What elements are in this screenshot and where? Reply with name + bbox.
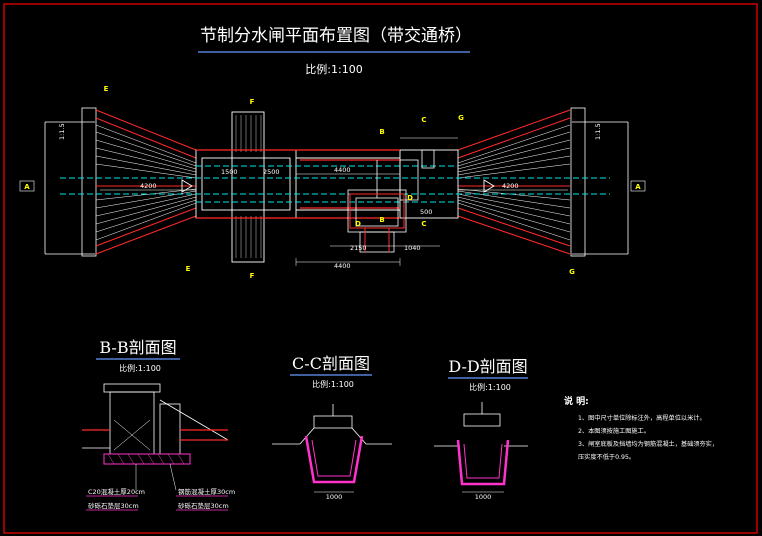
gate-piers-hatch <box>235 115 262 258</box>
dim-plan-bottom: 4400 <box>334 262 351 270</box>
bb-note-c20: C20混凝土厚20cm <box>88 487 145 496</box>
mark-f-top: F <box>250 98 255 106</box>
bb-scale: 比例:1:100 <box>119 363 161 373</box>
cc-section: 1000 <box>272 404 392 501</box>
bb-note-gravel: 砂砾石垫层30cm <box>88 501 139 510</box>
mark-e-bottom: E <box>186 265 191 273</box>
main-title: 节制分水闸平面布置图（带交通桥） <box>200 26 472 46</box>
mark-a-right: A <box>635 183 641 191</box>
mark-a-right-box <box>630 180 646 192</box>
bb-note-right1: 钢筋混凝土厚30cm <box>178 487 235 496</box>
dd-scale: 比例:1:100 <box>469 382 511 392</box>
mark-f-bottom: F <box>250 272 255 280</box>
cc-scale: 比例:1:100 <box>312 379 354 389</box>
dim-bottom-b: 1040 <box>404 244 421 252</box>
cc-title: C-C剖面图 <box>292 354 370 373</box>
mark-a-left: A <box>24 183 30 191</box>
mark-c-top: C <box>421 116 426 124</box>
mark-d-top: D <box>407 194 413 202</box>
note-item-1: 1、图中尺寸单位除标注外，高程单位以米计。 <box>578 414 706 422</box>
mark-g-bottom: G <box>569 268 575 276</box>
right-transition <box>457 109 571 255</box>
right-canal <box>570 107 629 257</box>
dd-dim-bottom: 1000 <box>475 493 492 501</box>
dim-slope-left: 1:1.5 <box>58 123 66 140</box>
bb-note-right2: 砂砾石垫层30cm <box>178 501 229 510</box>
left-transition <box>95 109 197 255</box>
dim-w500: 500 <box>420 208 432 216</box>
flow-arrows <box>181 179 495 193</box>
mark-e-top: E <box>104 85 109 93</box>
mark-c-bottom: C <box>421 220 426 228</box>
dim-plan-mid-2: 2500 <box>263 168 280 176</box>
dd-title: D-D剖面图 <box>448 357 527 376</box>
cc-dim-bottom: 1000 <box>326 493 343 501</box>
notes-title: 说 明: <box>564 395 589 407</box>
dim-plan-left: 4200 <box>140 182 157 190</box>
plan-dimension-lines <box>100 137 568 266</box>
mark-b-top: B <box>379 128 384 136</box>
dd-section: 1000 <box>434 402 528 501</box>
plan-view: 1500 2500 4200 4200 4400 4400 2150 1040 … <box>19 85 646 280</box>
note-item-4: 压实度不低于0.95。 <box>578 453 635 461</box>
main-scale: 比例:1:100 <box>305 62 362 76</box>
mark-b-bottom: B <box>379 216 384 224</box>
left-canal <box>44 107 97 257</box>
mark-a-left-box <box>19 180 35 192</box>
mark-d-bottom: D <box>355 220 361 228</box>
distribution-gate <box>347 149 435 253</box>
dim-slope-right: 1:1.5 <box>594 123 602 140</box>
centerline-dashes <box>60 165 610 203</box>
note-item-3: 3、闸室底板及挡墙均为钢筋混凝土，基础须夯实， <box>578 440 718 448</box>
bb-title: B-B剖面图 <box>99 338 176 357</box>
right-transition-hatch <box>457 124 571 241</box>
dim-plan-right: 4200 <box>502 182 519 190</box>
dim-plan-center: 4400 <box>334 166 351 174</box>
left-transition-hatch <box>95 124 197 241</box>
notes-block: 说 明: 1、图中尺寸单位除标注外，高程单位以米计。 2、本图须按施工图施工。 … <box>564 395 718 461</box>
dim-bottom-a: 2150 <box>350 244 367 252</box>
dim-plan-mid-1: 1500 <box>221 168 238 176</box>
channel-walls <box>196 149 400 219</box>
drawing-frame <box>3 3 758 534</box>
mark-g-top: G <box>458 114 464 122</box>
distribution-gate-walls <box>349 193 405 252</box>
gate-channel <box>195 111 459 263</box>
note-item-2: 2、本图须按施工图施工。 <box>578 427 650 435</box>
bb-section <box>82 383 229 491</box>
